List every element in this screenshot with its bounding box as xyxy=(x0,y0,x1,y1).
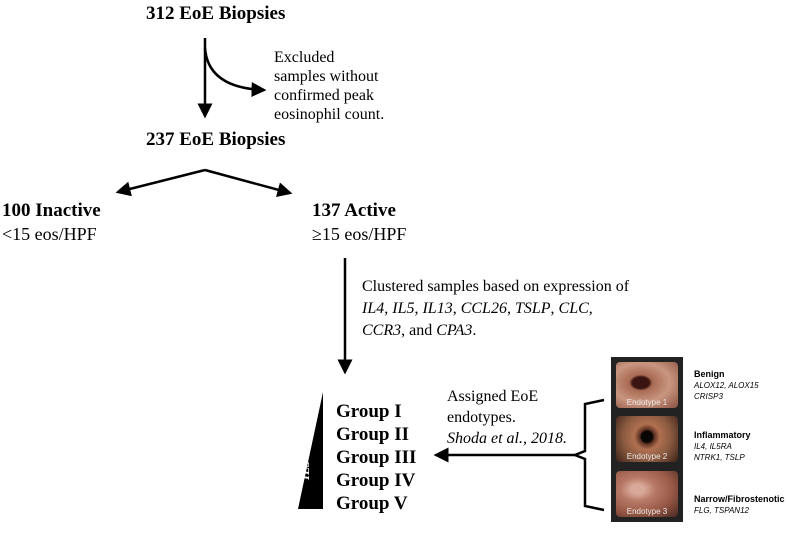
endotype-3-genes: FLG, TSPAN12 xyxy=(694,506,749,515)
active-threshold: ≥15 eos/HPF xyxy=(312,224,407,244)
arrow-to-inactive xyxy=(115,168,206,197)
gene-il5: IL5 xyxy=(392,300,415,317)
gene-clc: CLC xyxy=(558,300,589,317)
endotype-2-photo: Endotype 2 xyxy=(616,416,678,462)
endotype-1-name: Benign xyxy=(694,369,725,379)
endotype-2-genes: IL4, IL5RA xyxy=(694,442,732,451)
inactive-count: 100 Inactive xyxy=(2,200,101,221)
arrow-exclusion xyxy=(203,47,267,98)
total-biopsies-label: 312 EoE Biopsies xyxy=(146,3,286,24)
exclusion-line: eosinophil count. xyxy=(274,106,385,123)
il5-gradient-triangle xyxy=(298,392,323,509)
assigned-line-2: endotypes. xyxy=(447,409,516,426)
endotype-3-info: Narrow/Fibrostenotic FLG, TSPAN12 xyxy=(694,494,785,516)
endotype-1-caption: Endotype 1 xyxy=(626,398,668,407)
arrow-to-active xyxy=(204,168,293,197)
gene-cpa3: CPA3 xyxy=(436,322,473,339)
gene-il13: IL13 xyxy=(422,300,453,317)
group-item-4: Group IV xyxy=(336,470,416,491)
exclusion-note: Excluded samples without confirmed peak … xyxy=(274,48,384,124)
gene-ccl26: CCL26 xyxy=(460,300,507,317)
endotype-1-genes: CRISP3 xyxy=(694,392,723,401)
gene-tslp: TSLP xyxy=(514,300,551,317)
clustering-note: Clustered samples based on expression of… xyxy=(362,276,629,342)
endotype-1-photo: Endotype 1 xyxy=(616,362,678,408)
endotype-bracket xyxy=(571,398,605,512)
endotype-2-name: Inflammatory xyxy=(694,430,751,440)
clustering-line-1: Clustered samples based on expression of xyxy=(362,278,630,295)
exclusion-line: samples without xyxy=(274,68,379,85)
and-word: and xyxy=(409,322,433,339)
assigned-note: Assigned EoE endotypes. Shoda et al., 20… xyxy=(447,386,567,449)
endotype-3-caption: Endotype 3 xyxy=(626,507,668,516)
endotype-3-photo: Endotype 3 xyxy=(616,471,678,517)
inactive-threshold: <15 eos/HPF xyxy=(2,224,97,244)
citation: Shoda et al., 2018. xyxy=(447,430,567,447)
clustering-line-2: IL4, IL5, IL13, CCL26, TSLP, CLC, xyxy=(362,300,593,317)
exclusion-line: Excluded xyxy=(274,49,335,66)
il5-triangle-label: IL5 xyxy=(297,460,312,481)
group-item-1: Group I xyxy=(336,401,402,422)
endotype-1-genes: ALOX12, ALOX15 xyxy=(694,381,759,390)
active-count: 137 Active xyxy=(312,200,396,221)
gene-il4: IL4 xyxy=(362,300,385,317)
endotype-2-info: Inflammatory IL4, IL5RA NTRK1, TSLP xyxy=(694,430,751,463)
endotype-2-caption: Endotype 2 xyxy=(626,452,668,461)
gene-ccr3: CCR3 xyxy=(362,322,402,339)
group-item-5: Group V xyxy=(336,493,408,514)
endotype-2-genes: NTRK1, TSLP xyxy=(694,453,745,462)
exclusion-line: confirmed peak xyxy=(274,87,374,104)
group-list: Group I Group II Group III Group IV Grou… xyxy=(336,400,416,515)
group-item-2: Group II xyxy=(336,424,410,445)
confirmed-biopsies-label: 237 EoE Biopsies xyxy=(146,129,286,150)
endotype-3-name: Narrow/Fibrostenotic xyxy=(694,494,785,504)
assigned-line-1: Assigned EoE xyxy=(447,388,539,405)
group-item-3: Group III xyxy=(336,447,417,468)
endotype-1-info: Benign ALOX12, ALOX15 CRISP3 xyxy=(694,369,759,402)
clustering-line-3: CCR3, and CPA3. xyxy=(362,322,477,339)
